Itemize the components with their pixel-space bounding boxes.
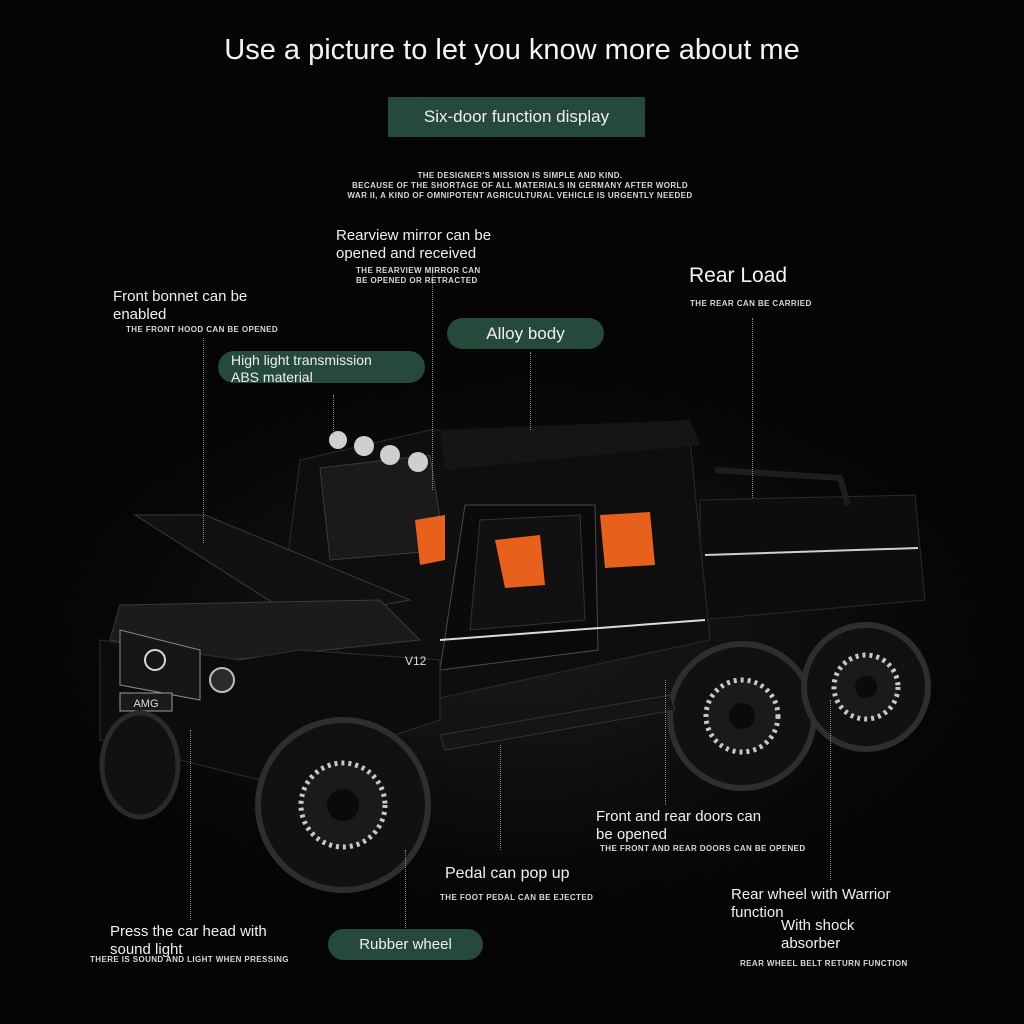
pedal-label: Pedal can pop up	[445, 865, 570, 882]
side-trim	[439, 619, 706, 641]
head-label-1: Press the car head with	[110, 923, 267, 940]
feature-bonnet: Front bonnet can be enabled	[113, 288, 247, 324]
rollbar	[714, 467, 851, 506]
bed-trim	[704, 547, 919, 556]
rear-load-note: THE REAR CAN BE CARRIED	[690, 299, 812, 308]
rear-seat	[600, 512, 655, 568]
rear-load-label: Rear Load	[689, 264, 788, 287]
leader-pedal	[500, 745, 501, 850]
doors-label-1: Front and rear doors can	[596, 808, 762, 825]
feature-doors: Front and rear doors can be opened	[596, 808, 761, 844]
head-label-2: sound light	[110, 941, 183, 958]
headlight	[209, 667, 235, 693]
rear-wheel-label-4: absorber	[781, 935, 841, 952]
front-wheel	[255, 717, 431, 893]
rear-bed	[699, 494, 926, 621]
leader-head	[190, 730, 191, 920]
badge-rubber-wheel: Rubber wheel	[328, 929, 483, 960]
abs-label-1: High light transmission	[231, 352, 372, 368]
doors-note: THE FRONT AND REAR DOORS CAN BE OPENED	[600, 844, 806, 853]
mirror-label-2: opened and received	[336, 245, 477, 262]
feature-rear-wheel: Rear wheel with Warrior function	[731, 886, 891, 922]
mirror-label-1: Rearview mirror can be	[336, 227, 492, 244]
engine-label: V12	[405, 654, 427, 668]
feature-head: Press the car head with sound light	[110, 923, 267, 959]
mirror-note-2: BE OPENED OR RETRACTED	[356, 276, 478, 285]
rear-wheel-label-1: Rear wheel with Warrior	[731, 886, 891, 903]
badge-abs	[218, 351, 425, 383]
bonnet-note: THE FRONT HOOD CAN BE OPENED	[126, 325, 279, 334]
leader-rear-wheel	[830, 700, 831, 880]
mirror-note: THE REARVIEW MIRROR CAN BE OPENED OR RET…	[356, 266, 481, 286]
leader-alloy	[530, 352, 531, 430]
leader-bonnet	[203, 338, 204, 543]
rear-wheel-label-2: function	[731, 904, 784, 921]
mission-line-3: WAR II, A KIND OF OMNIPOTENT AGRICULTURA…	[347, 191, 693, 200]
grille	[119, 629, 201, 701]
pedal-note: THE FOOT PEDAL CAN BE EJECTED	[440, 893, 594, 902]
plate-text: AMG	[133, 698, 158, 710]
roof-light-2	[354, 436, 374, 456]
mirror-note-1: THE REARVIEW MIRROR CAN	[356, 266, 481, 275]
side-step	[439, 694, 676, 751]
head-note: THERE IS SOUND AND LIGHT WHEN PRESSING	[90, 955, 289, 964]
front-seat	[495, 535, 545, 588]
front-left-wheel	[99, 710, 181, 820]
leader-rear-load	[752, 318, 753, 498]
driver-seat	[415, 515, 445, 565]
leader-doors	[665, 680, 666, 805]
leader-mirror	[432, 270, 433, 490]
roof-light-1	[329, 431, 347, 449]
bonnet-label-2: enabled	[113, 306, 167, 323]
page-title: Use a picture to let you know more about…	[224, 34, 800, 66]
feature-mirror: Rearview mirror can be opened and receiv…	[336, 227, 491, 263]
front-plate	[119, 692, 173, 712]
mission-line-2: BECAUSE OF THE SHORTAGE OF ALL MATERIALS…	[351, 181, 688, 190]
badge-alloy: Alloy body	[447, 318, 604, 349]
mission-text: THE DESIGNER'S MISSION IS SIMPLE AND KIN…	[320, 171, 720, 201]
leader-rubber	[405, 850, 406, 930]
engine-bay	[109, 599, 422, 661]
rear-wheel	[801, 622, 931, 752]
abs-text: High light transmission ABS material	[231, 352, 372, 386]
roof-light-4	[408, 452, 428, 472]
badge-six-door: Six-door function display	[388, 97, 645, 137]
leader-abs	[333, 395, 334, 435]
abs-label-2: ABS material	[231, 369, 313, 385]
rear-wheel-note: REAR WHEEL BELT RETURN FUNCTION	[740, 959, 908, 968]
bonnet-label-1: Front bonnet can be	[113, 288, 248, 305]
middle-wheel	[667, 641, 817, 791]
feature-shock: With shock absorber	[781, 917, 854, 953]
mission-line-1: THE DESIGNER'S MISSION IS SIMPLE AND KIN…	[417, 171, 623, 180]
grille-logo	[144, 649, 166, 671]
rear-wheel-label-3: With shock	[781, 917, 855, 934]
roof	[440, 420, 700, 470]
roof-light-3	[380, 445, 400, 465]
doors-label-2: be opened	[596, 826, 667, 843]
